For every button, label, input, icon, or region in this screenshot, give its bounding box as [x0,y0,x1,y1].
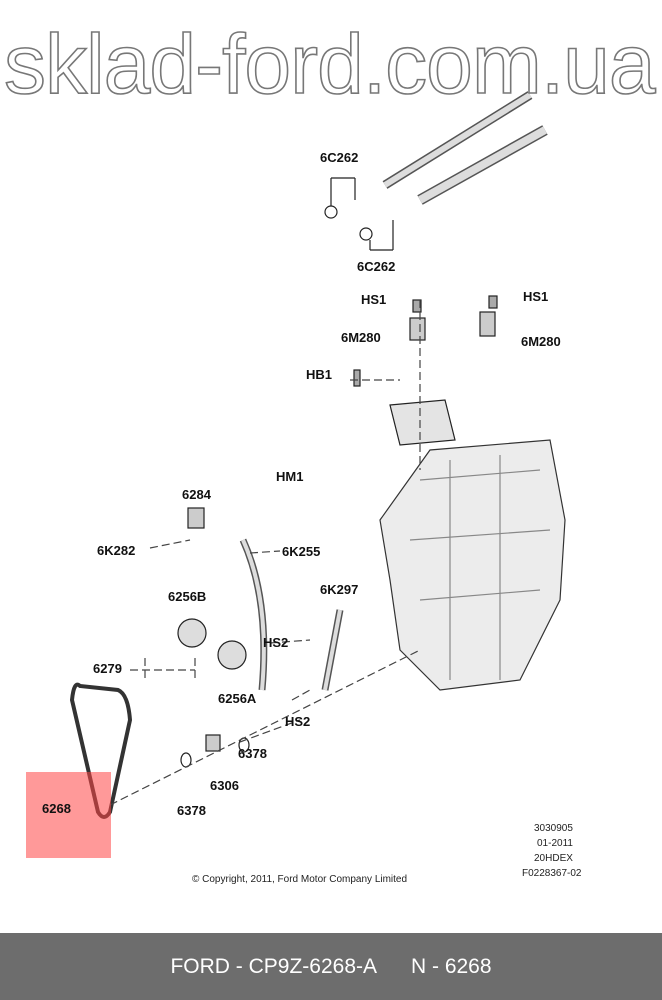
label-6k255: 6K255 [282,544,321,559]
label-hs1-left: HS1 [361,292,387,307]
label-6m280-right: 6M280 [521,334,561,349]
label-hb1: HB1 [306,367,333,382]
parts-drawing [69,91,566,819]
note-line: 20HDEX [534,853,573,864]
label-hs2-lower: HS2 [285,714,311,729]
label-hm1: HM1 [276,469,304,484]
label-6378-right: 6378 [238,746,267,761]
label-6k282: 6K282 [97,543,136,558]
note-line: 3030905 [534,823,573,834]
footer-bar: FORD - CP9Z-6268-A N - 6268 [0,933,662,1000]
label-6378-lower: 6378 [177,803,206,818]
note-line: 01-2011 [537,838,573,849]
highlight-box [26,772,111,858]
watermark: sklad-ford.com.ua [3,17,656,111]
camshaft-upper [382,91,533,189]
label-6268: 6268 [42,801,71,816]
footer-part-number: FORD - CP9Z-6268-A [170,954,377,978]
label-6279: 6279 [93,661,122,676]
label-6256a: 6256A [218,691,257,706]
label-6c262-top: 6C262 [320,150,359,165]
footer-base-number: N - 6268 [411,954,492,978]
camshaft-lower [417,125,548,205]
note-line: F0228367-02 [522,868,582,879]
label-6c262-bottom: 6C262 [357,259,396,274]
label-6306: 6306 [210,778,239,793]
label-6256b: 6256B [168,589,207,604]
label-hs1-right: HS1 [523,289,549,304]
label-6284: 6284 [182,487,211,502]
label-6m280-left: 6M280 [341,330,381,345]
label-hs2-upper: HS2 [263,635,289,650]
copyright: © Copyright, 2011, Ford Motor Company Li… [192,874,408,885]
label-6k297: 6K297 [320,582,359,597]
